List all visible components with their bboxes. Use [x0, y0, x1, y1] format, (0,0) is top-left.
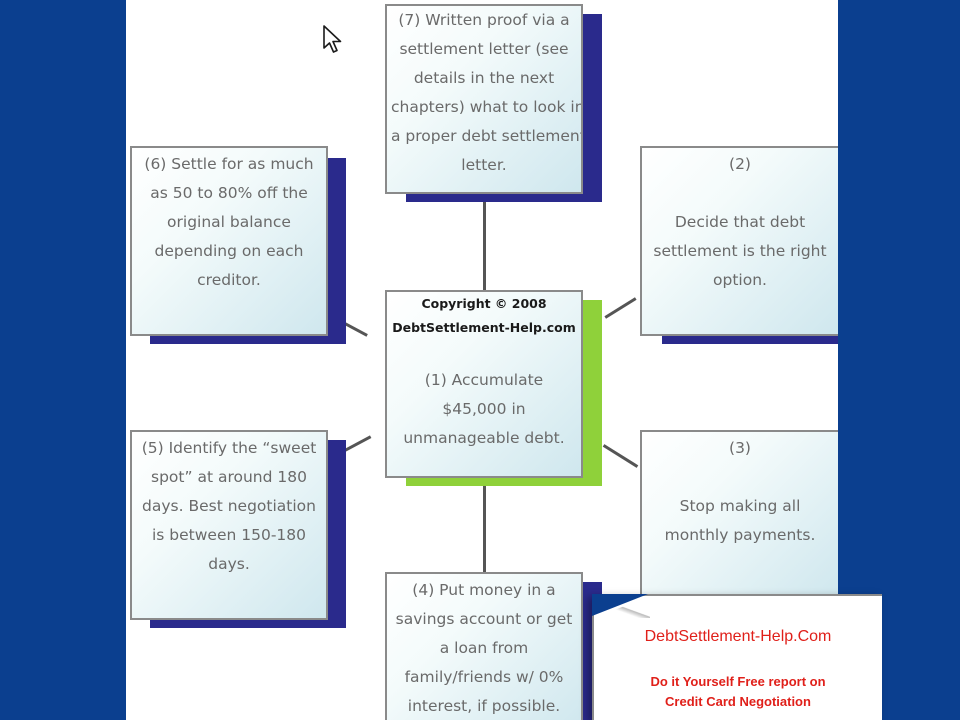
connector-center-step3: [602, 444, 639, 468]
step-5-line: is between 150-180: [151, 526, 307, 544]
connector-center-step2: [604, 297, 637, 319]
step-7-line: chapters) what to look in: [391, 98, 583, 116]
promo-subtitle-line1: Do it Yourself Free report on: [650, 674, 826, 689]
step-4-box: (4) Put money in a savings account or ge…: [385, 572, 583, 720]
step-7-line: a proper debt settlement: [391, 127, 583, 145]
mouse-cursor-icon: [323, 25, 342, 53]
step-7-line: details in the next: [413, 69, 555, 87]
step-5-line: (5) Identify the “sweet: [141, 439, 317, 457]
copyright-site: DebtSettlement-Help.com: [392, 320, 576, 335]
step-1-line: (1) Accumulate: [424, 371, 544, 389]
step-6-line: depending on each: [154, 242, 304, 260]
promo-title[interactable]: DebtSettlement-Help.Com: [644, 628, 832, 645]
step-6-line: (6) Settle for as much: [144, 155, 314, 173]
step-3-line: (3): [729, 439, 751, 457]
step-4-line: savings account or get: [395, 610, 573, 628]
step-6-box: (6) Settle for as much as 50 to 80% off …: [130, 146, 328, 336]
step-2-line: (2): [729, 155, 751, 173]
step-3-box: (3) Stop making all monthly payments.: [640, 430, 838, 600]
step-2-line: [646, 179, 834, 208]
promo-subtitle-line2: Credit Card Negotiation: [665, 694, 811, 709]
step-2-box: (2) Decide that debt settlement is the r…: [640, 146, 838, 336]
step-4-line: family/friends w/ 0%: [404, 668, 564, 686]
step-4-line: a loan from: [439, 639, 529, 657]
step-6-line: creditor.: [197, 271, 261, 289]
step-3-line: Stop making all: [679, 497, 801, 515]
step-5-line: spot” at around 180: [151, 468, 307, 486]
step-3-line: monthly payments.: [664, 526, 816, 544]
step-4-line: interest, if possible.: [407, 697, 561, 715]
step-5-box: (5) Identify the “sweet spot” at around …: [130, 430, 328, 620]
step-2-line: settlement is the right: [653, 242, 827, 260]
step-5-line: days.: [208, 555, 250, 573]
step-5-line: days. Best negotiation: [142, 497, 316, 515]
step-3-line: [646, 463, 834, 492]
step-2-line: option.: [713, 271, 767, 289]
step-2-line: Decide that debt: [674, 213, 806, 231]
step-7-line: (7) Written proof via a: [398, 11, 570, 29]
step-7-line: settlement letter (see: [399, 40, 569, 58]
promo-banner[interactable]: DebtSettlement-Help.Com Do it Yourself F…: [592, 594, 882, 720]
step-6-line: as 50 to 80% off the: [150, 184, 308, 202]
step-7-line: letter.: [461, 156, 507, 174]
step-1-center-box: Copyright © 2008 DebtSettlement-Help.com…: [385, 290, 583, 478]
connector-center-step7: [483, 194, 486, 292]
step-6-line: original balance: [167, 213, 291, 231]
step-4-line: (4) Put money in a: [412, 581, 556, 599]
diagram-slide: (7) Written proof via a settlement lette…: [126, 0, 838, 720]
copyright-line: Copyright © 2008: [421, 296, 547, 311]
step-1-line: $45,000 in: [442, 400, 526, 418]
connector-center-step4: [483, 478, 486, 572]
step-1-line: unmanageable debt.: [403, 429, 565, 447]
step-7-box: (7) Written proof via a settlement lette…: [385, 4, 583, 194]
